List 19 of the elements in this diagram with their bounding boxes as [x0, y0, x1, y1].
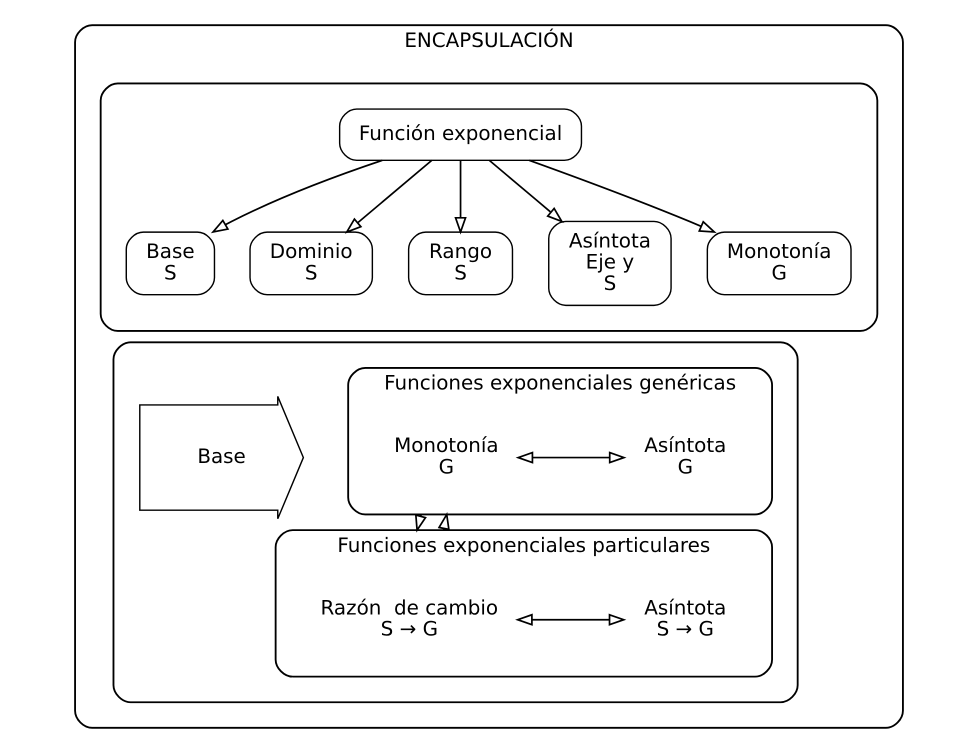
arrow	[344, 160, 432, 234]
node-text: Asíntota G	[644, 434, 726, 479]
node-box: Base S	[126, 231, 216, 296]
cluster	[100, 82, 878, 332]
node-box: Rango S	[408, 231, 514, 296]
arrow	[454, 160, 467, 235]
arrow	[528, 160, 717, 234]
node-box: Función exponencial	[338, 108, 582, 161]
node-box: Dominio S	[249, 231, 374, 296]
arrow	[488, 160, 564, 224]
node-text: Razón de cambio S → G	[320, 596, 498, 641]
arrow	[516, 451, 627, 464]
arrow	[515, 614, 626, 626]
node-box: Asíntota Eje y S	[548, 220, 672, 306]
cluster	[112, 341, 799, 704]
node-text: Asíntota S → G	[644, 596, 726, 641]
node-text: Monotonía G	[394, 434, 499, 479]
arrow	[210, 160, 383, 234]
node-box: Monotonía G	[706, 231, 852, 296]
